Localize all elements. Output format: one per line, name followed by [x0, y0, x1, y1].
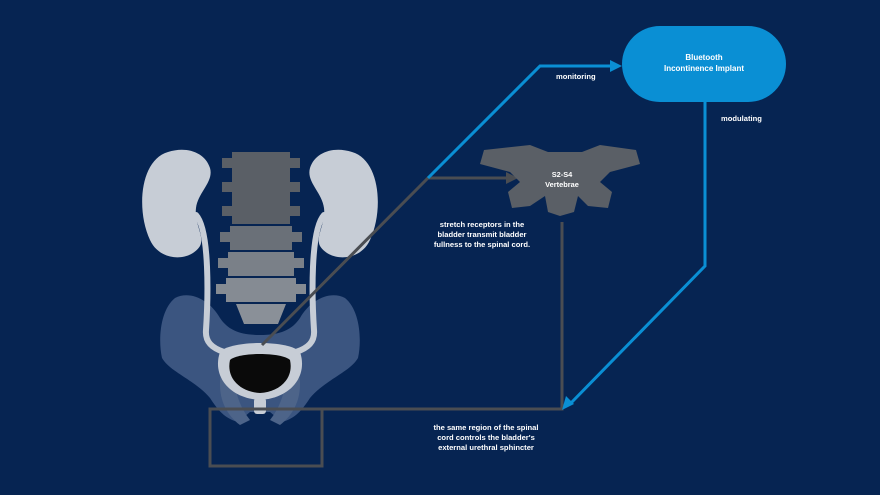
sphincter-line: the same region of the spinal	[433, 423, 539, 432]
vertebrae-label-line1: S2-S4	[551, 170, 573, 179]
monitoring-line	[426, 64, 614, 180]
implant-title-line1: Bluetooth	[685, 53, 723, 63]
vertebrae-label-line2: Vertebrae	[545, 180, 579, 189]
sphincter-line: cord controls the bladder's	[437, 432, 535, 442]
kidneys-illustration	[142, 149, 378, 258]
stretch-line: fullness to the spinal cord.	[433, 239, 531, 249]
ureters-illustration	[193, 212, 327, 355]
vertebrae-to-sphincter-line	[208, 222, 564, 468]
sphincter-text: the same region of the spinal cord contr…	[414, 423, 558, 453]
implant-arrowhead	[610, 60, 622, 72]
implant-pathway-lines	[426, 64, 707, 406]
implant-title-line2: Incontinence Implant	[663, 64, 744, 73]
monitoring-label: monitoring	[556, 72, 596, 81]
sacral-vertebrae-shape	[480, 145, 640, 216]
vertebrae-arrowhead	[506, 172, 518, 184]
sphincter-arrowhead	[562, 396, 574, 410]
stretch-line: stretch receptors in the	[439, 220, 525, 229]
stretch-line: bladder transmit bladder	[437, 229, 527, 239]
bluetooth-implant-node: Bluetooth Incontinence Implant	[622, 26, 786, 102]
sphincter-line: external urethral sphincter	[438, 442, 534, 452]
spine-illustration	[216, 152, 306, 324]
modulating-label: modulating	[721, 114, 762, 123]
modulating-line	[568, 102, 707, 406]
stretch-receptors-text: stretch receptors in the bladder transmi…	[412, 220, 552, 250]
